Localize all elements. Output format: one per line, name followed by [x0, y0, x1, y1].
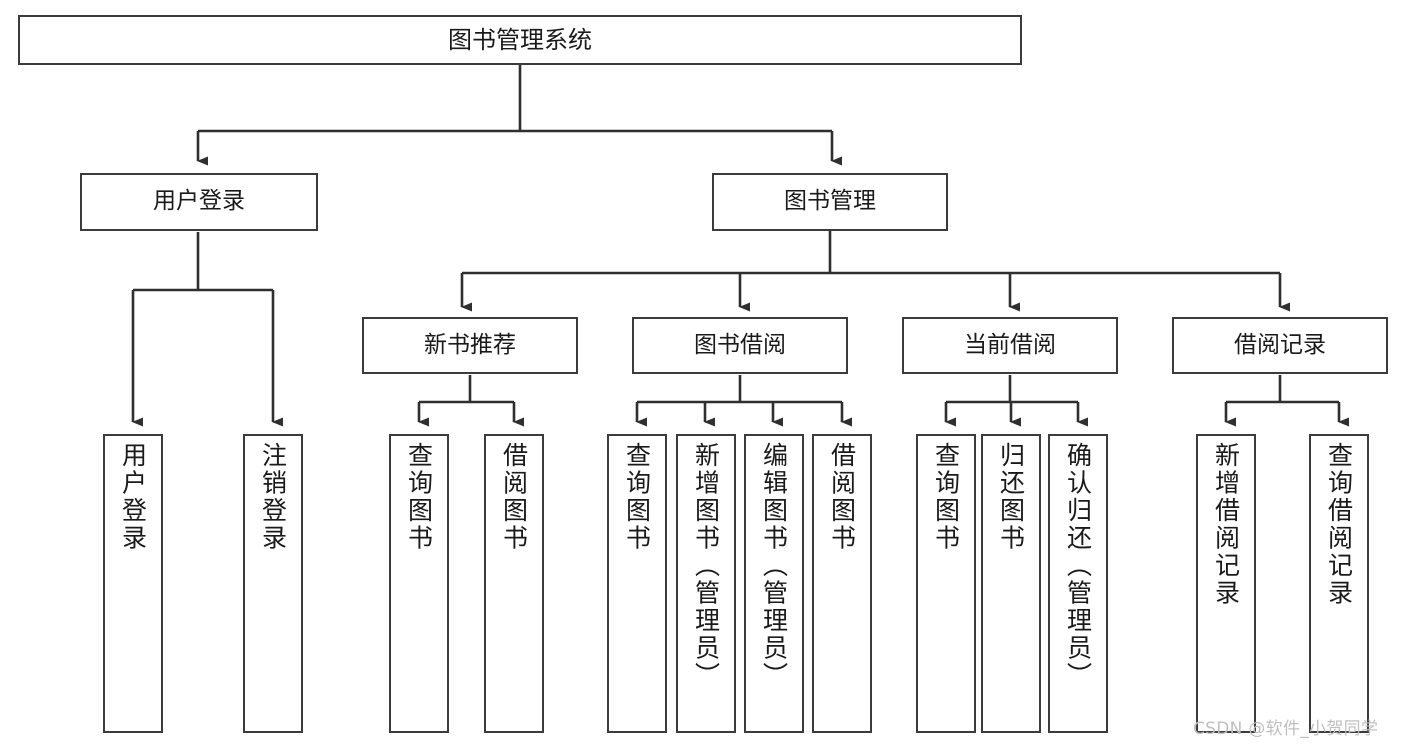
node-borrow-record[interactable]: 借阅记录 [1172, 317, 1388, 374]
leaf-query-book-current[interactable]: 查询图书 [916, 434, 976, 733]
node-label: 用户登录 [153, 188, 245, 215]
leaf-return-book[interactable]: 归还图书 [981, 434, 1041, 733]
node-label: 编辑图书（管理员） [759, 442, 789, 690]
node-book-borrow[interactable]: 图书借阅 [632, 317, 848, 374]
node-label: 用户登录 [118, 442, 148, 552]
node-label: 借阅图书 [499, 442, 529, 552]
leaf-confirm-return[interactable]: 确认归还（管理员） [1048, 434, 1108, 733]
leaf-edit-book[interactable]: 编辑图书（管理员） [744, 434, 804, 733]
leaf-user-login[interactable]: 用户登录 [103, 434, 163, 733]
node-label: 图书借阅 [694, 331, 786, 358]
node-label: 确认归还（管理员） [1063, 442, 1093, 690]
node-new-book-recommend[interactable]: 新书推荐 [362, 317, 578, 374]
node-label: 新增图书（管理员） [691, 442, 721, 690]
leaf-query-book-recommend[interactable]: 查询图书 [389, 434, 449, 733]
node-label: 当前借阅 [964, 331, 1056, 358]
node-current-borrow[interactable]: 当前借阅 [902, 317, 1118, 374]
leaf-query-borrow-record[interactable]: 查询借阅记录 [1309, 434, 1369, 733]
node-book-management-system[interactable]: 图书管理系统 [18, 15, 1022, 65]
node-user-login[interactable]: 用户登录 [80, 173, 318, 231]
leaf-borrow-book-recommend[interactable]: 借阅图书 [484, 434, 544, 733]
node-label: 借阅图书 [827, 442, 857, 552]
node-label: 查询图书 [622, 442, 652, 552]
node-label: 新增借阅记录 [1211, 442, 1241, 607]
node-label: 借阅记录 [1234, 331, 1326, 358]
node-label: 查询图书 [404, 442, 434, 552]
node-book-manage[interactable]: 图书管理 [712, 173, 948, 231]
node-label: 注销登录 [258, 442, 288, 552]
node-label: 归还图书 [996, 442, 1026, 552]
node-label: 新书推荐 [424, 331, 516, 358]
leaf-add-book[interactable]: 新增图书（管理员） [676, 434, 736, 733]
node-label: 图书管理系统 [448, 25, 592, 54]
node-label: 图书管理 [784, 188, 876, 215]
leaf-query-book-borrow[interactable]: 查询图书 [607, 434, 667, 733]
leaf-add-borrow-record[interactable]: 新增借阅记录 [1196, 434, 1256, 733]
node-label: 查询图书 [931, 442, 961, 552]
leaf-borrow-book[interactable]: 借阅图书 [812, 434, 872, 733]
node-label: 查询借阅记录 [1324, 442, 1354, 607]
leaf-user-logout[interactable]: 注销登录 [243, 434, 303, 733]
